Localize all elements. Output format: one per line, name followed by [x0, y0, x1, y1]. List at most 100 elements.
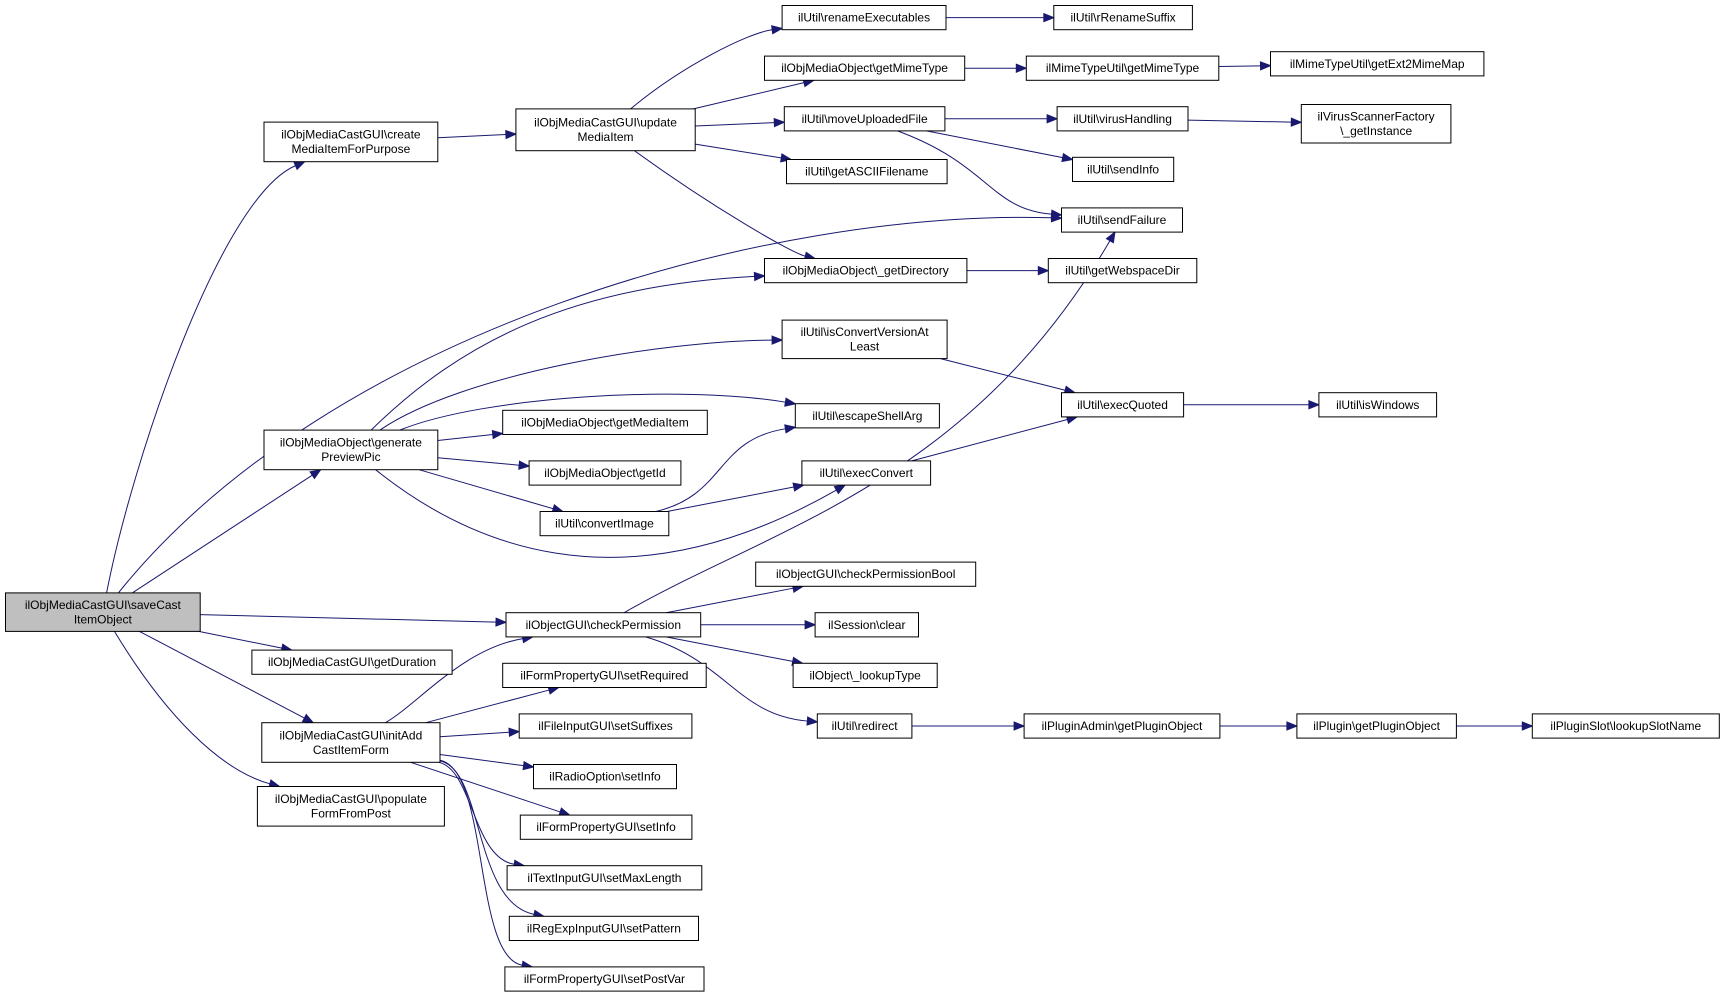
node-setSuffixes[interactable]: ilFileInputGUI\setSuffixes — [518, 713, 693, 739]
edge-line — [623, 240, 1111, 614]
edge-moveUploaded-to-sendFailure — [897, 130, 1063, 219]
node-virusScanner[interactable]: ilVirusScannerFactory\_getInstance — [1300, 104, 1452, 144]
edge-virusHandling-to-virusScanner — [1187, 117, 1303, 127]
edge-line — [1218, 65, 1261, 68]
node-label: ilObject\_lookupType — [809, 668, 921, 682]
edge-arrowhead — [784, 424, 797, 434]
edge-line — [695, 143, 782, 159]
node-box — [505, 612, 702, 638]
edge-arrowhead — [1050, 209, 1063, 219]
node-getDirectory[interactable]: ilObjMediaObject\_getDirectory — [764, 258, 968, 284]
edge-arrowhead — [1015, 63, 1028, 73]
node-convertImage[interactable]: ilUtil\convertImage — [539, 511, 670, 537]
edge-line — [437, 134, 506, 139]
edge-checkPerm-to-redirect — [645, 636, 819, 726]
edge-arrowhead — [301, 713, 315, 724]
node-box — [5, 592, 201, 632]
node-label: ilObjMediaCastGUI\initAdd — [280, 728, 423, 742]
node-box — [263, 429, 439, 471]
node-ext2Mime[interactable]: ilMimeTypeUtil\getExt2MimeMap — [1270, 51, 1485, 77]
edge-line — [666, 486, 794, 512]
node-setMaxLength[interactable]: ilTextInputGUI\setMaxLength — [506, 865, 703, 891]
edge-convertImage-to-escapeShell — [655, 424, 797, 512]
node-renameExec[interactable]: ilUtil\renameExecutables — [781, 5, 947, 31]
node-checkPermBool[interactable]: ilObjectGUI\checkPermissionBool — [755, 561, 977, 587]
node-rRename[interactable]: ilUtil\rRenameSuffix — [1053, 5, 1193, 31]
node-box — [1025, 55, 1220, 81]
edge-arrowhead — [792, 482, 805, 492]
node-moveUploaded[interactable]: ilUtil\moveUploadedFile — [783, 106, 946, 132]
node-virusHandling[interactable]: ilUtil\virusHandling — [1056, 106, 1189, 132]
node-createMedia[interactable]: ilObjMediaCastGUI\createMediaItemForPurp… — [263, 121, 439, 163]
node-radioSetInfo[interactable]: ilRadioOption\setInfo — [533, 764, 677, 790]
edge-line — [114, 631, 270, 785]
edge-line — [139, 630, 305, 719]
node-sessionClear[interactable]: ilSession\clear — [814, 612, 919, 638]
node-pluginSlot[interactable]: ilPluginSlot\lookupSlotName — [1531, 713, 1720, 739]
node-checkPerm[interactable]: ilObjectGUI\checkPermission — [505, 612, 702, 638]
node-getASCII[interactable]: ilUtil\getASCIIFilename — [786, 159, 948, 185]
node-getMimeType[interactable]: ilObjMediaObject\getMimeType — [764, 55, 966, 81]
node-isWindows[interactable]: ilUtil\isWindows — [1318, 392, 1438, 418]
node-setPattern[interactable]: ilRegExpInputGUI\setPattern — [508, 915, 699, 941]
node-setRequired[interactable]: ilFormPropertyGUI\setRequired — [502, 662, 707, 688]
node-label: ilUtil\sendInfo — [1087, 162, 1159, 176]
node-execQuoted[interactable]: ilUtil\execQuoted — [1061, 392, 1185, 418]
node-label: ilObjMediaObject\_getDirectory — [783, 264, 949, 278]
node-box — [261, 722, 441, 763]
edge-saveCast-to-checkPerm — [200, 614, 508, 627]
edge-arrowhead — [1046, 114, 1059, 124]
node-box — [502, 662, 707, 688]
node-label: ilMimeTypeUtil\getMimeType — [1046, 61, 1200, 75]
edge-saveCast-to-initAdd — [139, 630, 315, 724]
edge-line — [630, 29, 773, 110]
node-label: ilObjMediaCastGUI\update — [534, 116, 677, 130]
node-setPostVar[interactable]: ilFormPropertyGUI\setPostVar — [504, 966, 705, 992]
node-getId[interactable]: ilObjMediaObject\getId — [528, 460, 682, 486]
node-getMediaItem[interactable]: ilObjMediaObject\getMediaItem — [502, 409, 708, 435]
node-label: ilUtil\moveUploadedFile — [802, 112, 928, 126]
node-pluginAdmin[interactable]: ilPluginAdmin\getPluginObject — [1023, 713, 1221, 739]
node-formSetInfo[interactable]: ilFormPropertyGUI\setInfo — [519, 814, 693, 840]
node-box — [816, 713, 913, 739]
node-webspace[interactable]: ilUtil\getWebspaceDir — [1047, 258, 1198, 284]
node-execConvert[interactable]: ilUtil\execConvert — [801, 460, 932, 486]
node-label: Least — [850, 340, 880, 354]
node-box — [263, 121, 439, 163]
edge-pluginAdmin-to-pluginGet — [1219, 721, 1299, 731]
node-label: ilUtil\rRenameSuffix — [1071, 11, 1176, 25]
edge-arrowhead — [773, 117, 786, 128]
node-escapeShell[interactable]: ilUtil\escapeShellArg — [794, 403, 940, 429]
edge-arrowhead — [1521, 721, 1534, 731]
node-box — [518, 713, 693, 739]
node-redirect[interactable]: ilUtil\redirect — [816, 713, 913, 739]
node-box — [1300, 104, 1452, 144]
node-label: ilObjectGUI\checkPermissionBool — [776, 567, 955, 581]
node-box — [502, 409, 708, 435]
node-label: ilObjMediaObject\getMediaItem — [521, 415, 688, 429]
node-label: ilObjMediaCastGUI\create — [281, 128, 421, 142]
node-lookupType[interactable]: ilObject\_lookupType — [792, 662, 938, 688]
node-sendInfo[interactable]: ilUtil\sendInfo — [1072, 156, 1175, 183]
node-pluginGet[interactable]: ilPlugin\getPluginObject — [1296, 713, 1457, 739]
node-box — [519, 814, 693, 840]
node-box — [1061, 392, 1185, 418]
node-getDuration[interactable]: ilObjMediaCastGUI\getDuration — [251, 649, 453, 675]
node-box — [1053, 5, 1193, 31]
node-mimeUtilGet[interactable]: ilMimeTypeUtil\getMimeType — [1025, 55, 1220, 81]
edge-arrowhead — [495, 617, 508, 627]
edge-arrowhead — [508, 727, 521, 738]
node-label: ilUtil\redirect — [832, 719, 899, 733]
edge-arrowhead — [309, 468, 322, 480]
node-sendFailure[interactable]: ilUtil\sendFailure — [1061, 207, 1183, 233]
node-label: ilObjMediaObject\getId — [544, 466, 665, 480]
edge-updateMedia-to-getMimeType — [693, 78, 816, 110]
node-label: ilFormPropertyGUI\setRequired — [520, 668, 688, 682]
edge-renameExec-to-rRename — [946, 12, 1056, 23]
